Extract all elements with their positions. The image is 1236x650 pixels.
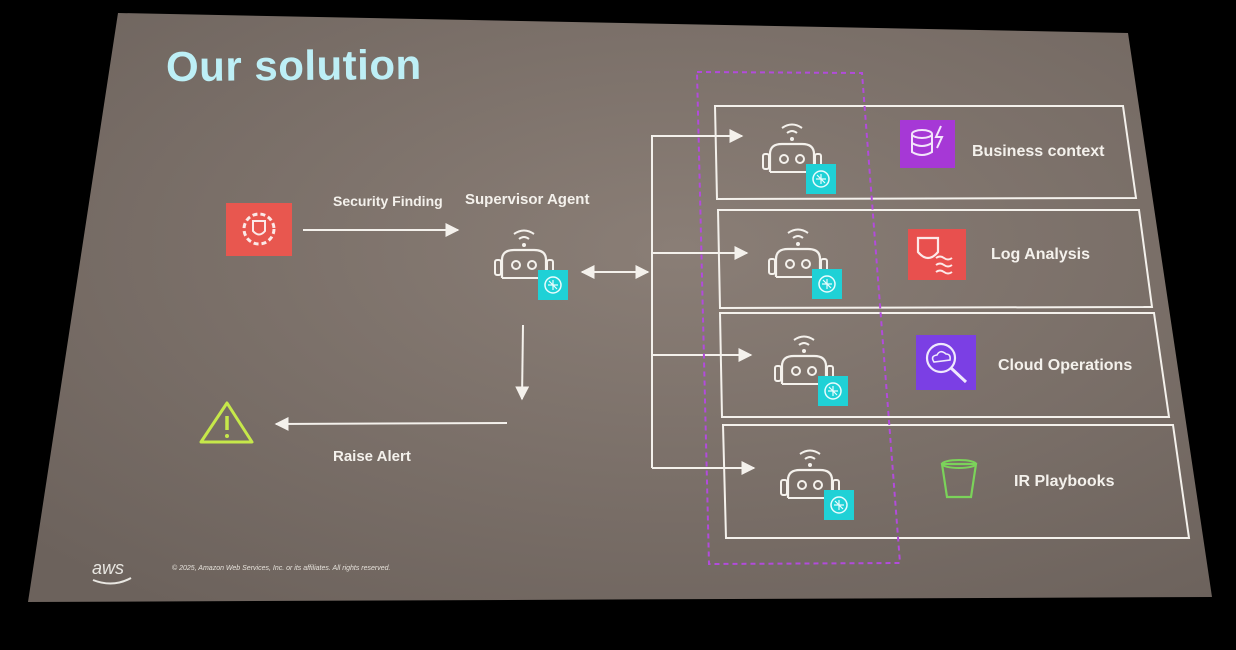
agent-label-ir: IR Playbooks [1014, 473, 1115, 490]
security-gear-icon [226, 203, 292, 256]
database-lightning-icon [900, 120, 955, 168]
agent-group-dashed [695, 70, 902, 566]
agent-label-log: Log Analysis [991, 246, 1090, 263]
supervisor-agent-label: Supervisor Agent [465, 191, 590, 208]
agent-box-cloud [718, 312, 1171, 418]
magnifier-cloud-icon [916, 335, 976, 390]
copyright-text: © 2025, Amazon Web Services, Inc. or its… [172, 565, 391, 572]
arrow-supervisor-down [515, 324, 530, 401]
raise-alert-label: Raise Alert [333, 448, 411, 465]
arrow-to-alert [274, 416, 508, 431]
bucket-icon [940, 459, 978, 499]
agent-label-business: Business context [972, 143, 1105, 160]
security-finding-label: Security Finding [333, 193, 443, 209]
agent-box-ir [721, 424, 1191, 539]
agent-label-cloud: Cloud Operations [998, 357, 1133, 374]
warning-triangle-icon [199, 401, 254, 444]
slide-title: Our solution [165, 40, 422, 91]
shield-waves-icon [908, 229, 966, 280]
agent-box-log [716, 209, 1154, 310]
aws-logo: aws [92, 558, 125, 578]
agent-box-business [713, 105, 1138, 201]
aws-logo-smile-icon [92, 577, 132, 585]
